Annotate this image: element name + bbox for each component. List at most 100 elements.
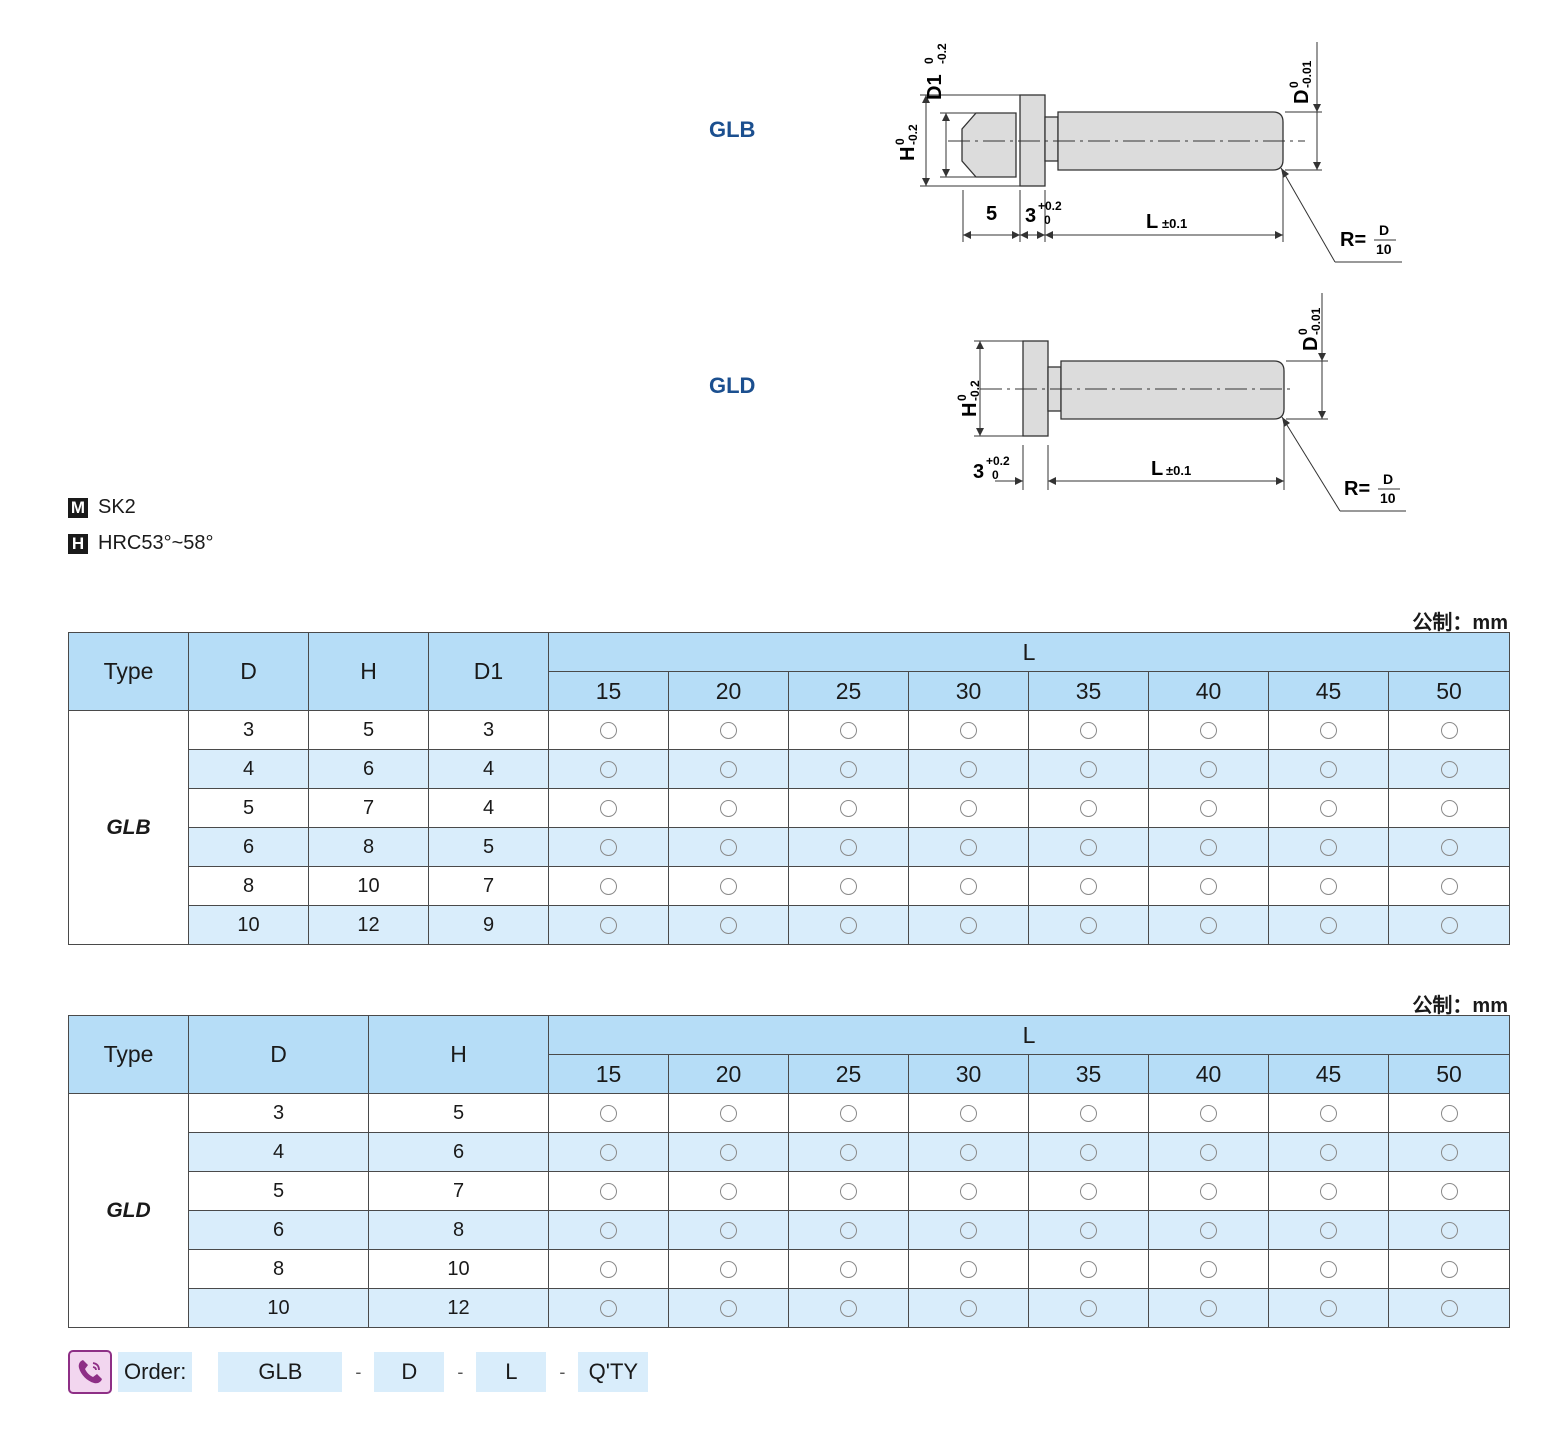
gld-availability-cell bbox=[548, 1132, 669, 1172]
gld-r-den: 10 bbox=[1380, 490, 1396, 506]
glb-cell-d: 5 bbox=[188, 788, 309, 828]
gld-header-l-value: 20 bbox=[668, 1054, 789, 1094]
circle-icon bbox=[1440, 1260, 1458, 1278]
circle-icon bbox=[1200, 838, 1217, 856]
gld-availability-cell bbox=[1387, 1210, 1511, 1250]
glb-type-cell: GLB bbox=[68, 710, 189, 945]
gld-d-tol-lower: -0.01 bbox=[1309, 307, 1323, 335]
gld-availability-cell bbox=[908, 1093, 1029, 1133]
gld-availability-cell bbox=[788, 1171, 909, 1211]
circle-icon bbox=[600, 1260, 617, 1278]
glb-header-l-value: 20 bbox=[668, 671, 789, 711]
glb-header-l-value: 45 bbox=[1268, 671, 1389, 711]
circle-icon bbox=[1080, 1182, 1097, 1200]
glb-h-label: H bbox=[897, 147, 919, 161]
gld-d-label: D bbox=[1300, 337, 1322, 351]
gld-r-num: D bbox=[1383, 471, 1393, 487]
glb-availability-cell bbox=[1387, 749, 1511, 789]
order-separator: - bbox=[355, 1361, 362, 1382]
glb-availability-cell bbox=[1148, 866, 1269, 906]
circle-icon bbox=[840, 760, 857, 778]
circle-icon bbox=[720, 799, 737, 817]
circle-icon bbox=[1320, 799, 1337, 817]
circle-icon bbox=[1200, 1260, 1217, 1278]
gld-availability-cell bbox=[788, 1210, 909, 1250]
circle-icon bbox=[960, 877, 977, 895]
circle-icon bbox=[840, 1260, 857, 1278]
glb-cell-h: 12 bbox=[308, 905, 429, 945]
circle-icon bbox=[1440, 1221, 1458, 1239]
gld-dim-3: 3 bbox=[973, 461, 984, 483]
circle-icon bbox=[1320, 838, 1337, 856]
gld-header-d: D bbox=[188, 1015, 369, 1094]
glb-cell-d1: 7 bbox=[428, 866, 549, 906]
circle-icon bbox=[720, 1260, 737, 1278]
circle-icon bbox=[600, 838, 617, 856]
glb-availability-cell bbox=[1268, 749, 1389, 789]
circle-icon bbox=[1320, 1260, 1337, 1278]
circle-icon bbox=[600, 1143, 617, 1161]
gld-availability-cell bbox=[1028, 1288, 1149, 1328]
glb-r-den: 10 bbox=[1376, 241, 1392, 257]
gld-availability-cell bbox=[1387, 1288, 1511, 1328]
gld-availability-cell bbox=[1268, 1093, 1389, 1133]
gld-cell-d: 5 bbox=[188, 1171, 369, 1211]
circle-icon bbox=[1080, 1299, 1097, 1317]
gld-header-l: L bbox=[547, 1015, 1511, 1055]
gld-availability-cell bbox=[788, 1132, 909, 1172]
circle-icon bbox=[1320, 877, 1337, 895]
circle-icon bbox=[720, 838, 737, 856]
glb-availability-cell bbox=[1028, 905, 1149, 945]
circle-icon bbox=[1440, 1182, 1458, 1200]
order-label: Order: bbox=[118, 1352, 193, 1392]
glb-availability-cell bbox=[1148, 827, 1269, 867]
gld-header-l-value: 50 bbox=[1387, 1054, 1511, 1094]
circle-icon bbox=[1440, 877, 1458, 895]
glb-type-label: GLB bbox=[709, 117, 756, 142]
glb-availability-cell bbox=[1268, 905, 1389, 945]
glb-cell-d: 8 bbox=[188, 866, 309, 906]
glb-cell-d1: 9 bbox=[428, 905, 549, 945]
glb-header-l-value: 30 bbox=[908, 671, 1029, 711]
glb-availability-cell bbox=[1268, 827, 1389, 867]
glb-availability-cell bbox=[1148, 905, 1269, 945]
gld-cell-h: 7 bbox=[368, 1171, 549, 1211]
gld-unit-label: 公制：mm bbox=[1412, 995, 1508, 1017]
circle-icon bbox=[1080, 1143, 1097, 1161]
gld-cell-d: 8 bbox=[188, 1249, 369, 1289]
glb-cell-d: 6 bbox=[188, 827, 309, 867]
gld-availability-cell bbox=[1028, 1093, 1149, 1133]
gld-availability-cell bbox=[788, 1093, 909, 1133]
hardness-badge: H bbox=[68, 533, 88, 554]
circle-icon bbox=[1200, 799, 1217, 817]
circle-icon bbox=[1080, 799, 1097, 817]
gld-header-l-value: 35 bbox=[1028, 1054, 1149, 1094]
order-field-type: GLB bbox=[218, 1352, 343, 1392]
circle-icon bbox=[600, 799, 617, 817]
circle-icon bbox=[1200, 1143, 1217, 1161]
glb-availability-cell bbox=[1028, 866, 1149, 906]
gld-h-tol-upper: 0 bbox=[955, 394, 969, 401]
gld-header-h: H bbox=[368, 1015, 549, 1094]
circle-icon bbox=[840, 721, 857, 739]
gld-cell-d: 6 bbox=[188, 1210, 369, 1250]
circle-icon bbox=[720, 1221, 737, 1239]
circle-icon bbox=[600, 721, 617, 739]
glb-cell-d1: 5 bbox=[428, 827, 549, 867]
gld-l-label: L bbox=[1151, 458, 1163, 480]
glb-availability-cell bbox=[908, 749, 1029, 789]
gld-cell-h: 8 bbox=[368, 1210, 549, 1250]
glb-availability-cell bbox=[668, 905, 789, 945]
gld-availability-cell bbox=[1148, 1210, 1269, 1250]
glb-cell-d: 10 bbox=[188, 905, 309, 945]
gld-availability-cell bbox=[788, 1249, 909, 1289]
circle-icon bbox=[720, 877, 737, 895]
